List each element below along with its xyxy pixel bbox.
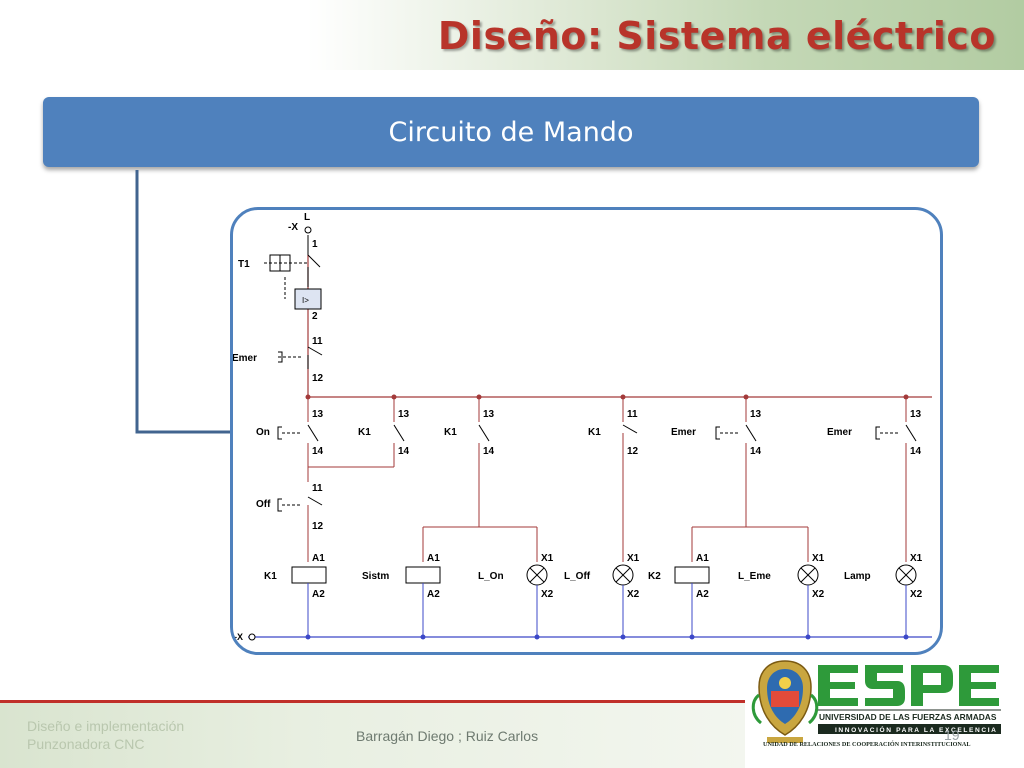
svg-text:X2: X2 (812, 589, 825, 600)
footer-divider (0, 700, 745, 703)
espe-wordmark (818, 665, 999, 706)
svg-text:Off: Off (256, 499, 271, 510)
section-header: Circuito de Mando (43, 97, 979, 167)
svg-text:14: 14 (750, 446, 762, 457)
svg-text:X2: X2 (627, 589, 640, 600)
load-l-off-lamp: X1 L_Off X2 (564, 553, 640, 637)
load-l-eme-lamp: X1 L_Eme X2 (738, 553, 825, 637)
svg-text:L_On: L_On (478, 571, 504, 582)
svg-text:T1: T1 (238, 259, 250, 270)
footer-project-line2: Punzonadora CNC (27, 736, 145, 752)
svg-text:-X: -X (234, 632, 243, 642)
ladder-diagram: L -X 1 T1 I> 2 11 Emer 12 (232, 212, 932, 642)
svg-text:12: 12 (312, 521, 324, 532)
svg-text:11: 11 (312, 336, 323, 347)
k1-nc-contact-symbol: 11 K1 12 (588, 409, 639, 562)
svg-text:11: 11 (627, 409, 638, 420)
espe-crest-icon (751, 660, 819, 743)
footer-project: Diseño e implementación Punzonadora CNC (27, 717, 184, 753)
load-k2-coil: A1 K2 A2 (648, 553, 710, 637)
k1-seal-in-contact-symbol: 13 K1 14 (308, 409, 410, 468)
svg-text:On: On (256, 427, 270, 438)
svg-text:13: 13 (312, 409, 324, 420)
load-sistm-coil: A1 Sistm A2 (362, 553, 441, 637)
svg-text:Lamp: Lamp (844, 571, 871, 582)
svg-text:Emer: Emer (671, 427, 696, 438)
espe-logo-graphic: UNIVERSIDAD DE LAS FUERZAS ARMADAS INNOV… (751, 660, 1001, 748)
t1-thermal-relay-symbol: T1 I> 2 (238, 254, 322, 322)
svg-text:L: L (304, 212, 310, 223)
logo-unit-name: UNIDAD DE RELACIONES DE COOPERACIÓN INTE… (763, 740, 971, 748)
terminal-bottom: -X (234, 632, 256, 642)
section-header-label: Circuito de Mando (388, 116, 634, 148)
slide-title: Diseño: Sistema eléctrico (437, 14, 996, 58)
footer-authors: Barragán Diego ; Ruiz Carlos (356, 728, 539, 744)
svg-text:X2: X2 (910, 589, 923, 600)
svg-text:X1: X1 (910, 553, 923, 564)
svg-text:I>: I> (302, 296, 309, 305)
svg-text:13: 13 (750, 409, 762, 420)
svg-text:13: 13 (483, 409, 495, 420)
svg-text:A1: A1 (696, 553, 709, 564)
rung-branches (305, 394, 909, 422)
svg-text:14: 14 (910, 446, 922, 457)
svg-text:Emer: Emer (232, 353, 257, 364)
svg-text:14: 14 (398, 446, 410, 457)
svg-text:-X: -X (288, 222, 298, 233)
circuit-diagram-frame: L -X 1 T1 I> 2 11 Emer 12 (230, 207, 943, 655)
svg-text:L_Off: L_Off (564, 571, 591, 582)
svg-text:A1: A1 (427, 553, 440, 564)
svg-text:13: 13 (910, 409, 922, 420)
svg-text:A2: A2 (312, 589, 325, 600)
load-k1-coil: A1 K1 A2 (264, 553, 327, 637)
emer-lamp-contact-symbol: 13 Emer 14 (827, 409, 922, 562)
svg-text:K1: K1 (264, 571, 277, 582)
terminal-top: L -X 1 (288, 212, 318, 250)
svg-text:2: 2 (312, 311, 318, 322)
svg-text:Sistm: Sistm (362, 571, 389, 582)
svg-text:X1: X1 (812, 553, 825, 564)
k1-no-contact-symbol: 13 K1 14 (422, 409, 538, 562)
svg-text:A1: A1 (312, 553, 325, 564)
svg-text:Emer: Emer (827, 427, 852, 438)
on-pushbutton-symbol: 13 On 14 (256, 409, 324, 467)
title-band (0, 0, 1024, 70)
emer-no-contact-symbol: 13 Emer 14 (671, 409, 809, 562)
svg-text:X2: X2 (541, 589, 554, 600)
emer-main-contact-symbol: 11 Emer 12 (232, 336, 324, 384)
svg-text:11: 11 (312, 483, 323, 494)
neutral-junctions (305, 634, 909, 640)
page-number: 19 (944, 727, 960, 743)
svg-text:X1: X1 (627, 553, 640, 564)
footer-band (0, 703, 745, 768)
svg-text:L_Eme: L_Eme (738, 571, 771, 582)
svg-text:K1: K1 (358, 427, 371, 438)
svg-text:14: 14 (483, 446, 495, 457)
load-l-on-lamp: X1 L_On X2 (478, 553, 554, 637)
espe-logo: UNIVERSIDAD DE LAS FUERZAS ARMADAS INNOV… (745, 655, 1024, 768)
svg-text:14: 14 (312, 446, 324, 457)
off-pushbutton-symbol: 11 Off 12 (256, 467, 324, 562)
svg-text:12: 12 (312, 373, 324, 384)
svg-text:K2: K2 (648, 571, 661, 582)
svg-text:1: 1 (312, 239, 318, 250)
svg-text:K1: K1 (444, 427, 457, 438)
logo-university-name: UNIVERSIDAD DE LAS FUERZAS ARMADAS (819, 712, 997, 722)
svg-text:12: 12 (627, 446, 639, 457)
load-lamp: X1 Lamp X2 (844, 553, 923, 637)
svg-text:A2: A2 (696, 589, 709, 600)
svg-text:13: 13 (398, 409, 410, 420)
svg-text:X1: X1 (541, 553, 554, 564)
svg-text:A2: A2 (427, 589, 440, 600)
logo-slogan: INNOVACIÓN PARA LA EXCELENCIA (835, 725, 998, 734)
footer-project-line1: Diseño e implementación (27, 718, 185, 734)
svg-text:K1: K1 (588, 427, 601, 438)
